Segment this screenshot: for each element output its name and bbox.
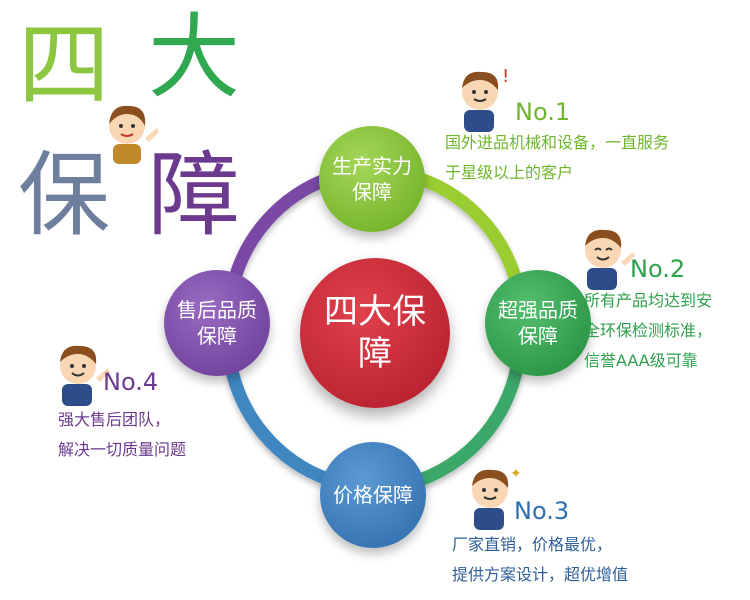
cartoon-boy-icon-4 <box>60 345 110 406</box>
svg-text:✦: ✦ <box>510 466 522 482</box>
item-3-line-2: 提供方案设计，超优增值 <box>452 565 629 584</box>
node-production-label: 生产实力保障 <box>331 154 412 204</box>
item-4-line-1: 强大售后团队， <box>58 410 171 429</box>
node-production: 生产实力保障 <box>319 126 425 232</box>
node-quality-label: 超强品质保障 <box>497 298 578 348</box>
item-4-description: 强大售后团队， 解决一切质量问题 <box>58 405 186 465</box>
item-1-description: 国外进品机械和设备，一直服务 于星级以上的客户 <box>445 128 669 188</box>
item-1-line-1: 国外进品机械和设备，一直服务 <box>445 133 670 152</box>
item-4-number: No.4 <box>103 368 159 396</box>
title-char-bao: 保 <box>18 142 111 249</box>
node-price: 价格保障 <box>320 442 426 548</box>
title-char-zhang: 障 <box>148 142 241 249</box>
item-4-line-2: 解决一切质量问题 <box>58 440 187 459</box>
item-2-description: 所有产品均达到安 全环保检测标准， 信誉AAA级可靠 <box>584 286 712 376</box>
cartoon-boy-icon-2 <box>585 229 635 290</box>
node-price-label: 价格保障 <box>332 483 413 507</box>
item-3-line-1: 厂家直销，价格最优， <box>452 535 613 554</box>
item-2-line-1: 所有产品均达到安 <box>584 291 713 310</box>
node-aftersales: 售后品质保障 <box>164 270 270 376</box>
item-1-line-2: 于星级以上的客户 <box>445 163 574 182</box>
title-char-da: 大 <box>148 4 241 111</box>
svg-text:!: ! <box>502 66 509 87</box>
center-circle: 四大保障 <box>300 258 450 408</box>
center-label: 四大保障 <box>324 292 426 374</box>
item-3-number: No.3 <box>514 497 570 525</box>
cartoon-boy-icon-3: ✦ <box>472 466 522 530</box>
node-aftersales-label: 售后品质保障 <box>176 298 257 348</box>
node-quality: 超强品质保障 <box>485 270 591 376</box>
title-char-si: 四 <box>18 12 111 119</box>
item-2-number: No.2 <box>630 255 686 283</box>
item-3-description: 厂家直销，价格最优， 提供方案设计，超优增值 <box>452 530 628 590</box>
cartoon-girl-icon <box>109 105 159 164</box>
item-2-line-3: 信誉AAA级可靠 <box>584 351 698 370</box>
cartoon-boy-icon-1: ! <box>462 66 509 132</box>
item-1-number: No.1 <box>515 98 571 126</box>
item-2-line-2: 全环保检测标准， <box>584 321 713 340</box>
